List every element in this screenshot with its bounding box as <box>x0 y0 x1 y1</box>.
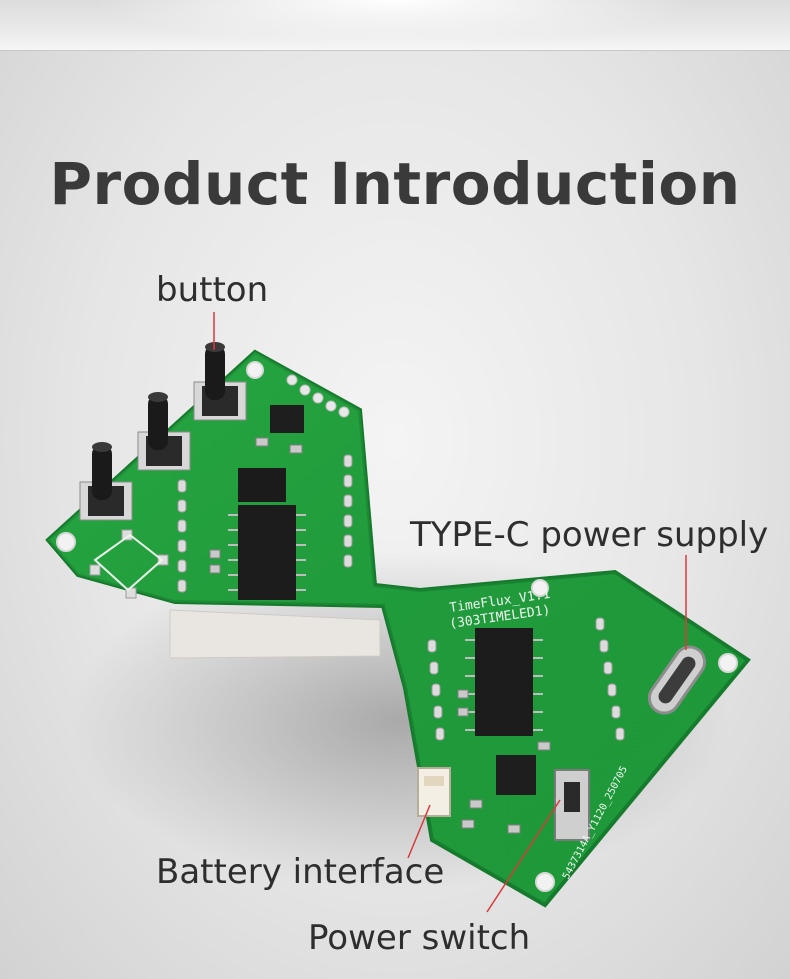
mounting-holes <box>56 361 738 892</box>
slide-switch <box>554 769 590 841</box>
spacer-block <box>169 609 381 659</box>
tactile-button-2 <box>137 392 191 471</box>
tactile-button-1 <box>79 442 133 521</box>
page-title: Product Introduction <box>49 150 741 218</box>
usb-c-port <box>647 645 707 715</box>
tactile-button-3 <box>193 342 247 421</box>
led-pads-right <box>427 617 625 741</box>
callout-lines <box>213 312 687 913</box>
callout-button-label: button <box>156 270 269 310</box>
callout-battery-label: Battery interface <box>156 852 445 892</box>
ic-pins <box>228 514 543 731</box>
tactile-buttons <box>79 342 247 521</box>
pcb-board <box>45 349 751 908</box>
ic-chips <box>238 405 536 795</box>
top-light-glow <box>90 0 700 46</box>
callout-line-battery <box>407 804 431 859</box>
smd-components <box>209 437 551 834</box>
callout-line-switch <box>486 799 561 913</box>
led-pads-left <box>177 454 353 593</box>
header-pads <box>286 374 350 418</box>
callout-power-switch-label: Power switch <box>308 918 531 958</box>
battery-connector <box>417 767 451 817</box>
battery-silkscreen <box>93 533 164 592</box>
callout-type-c-label: TYPE-C power supply <box>410 515 769 555</box>
